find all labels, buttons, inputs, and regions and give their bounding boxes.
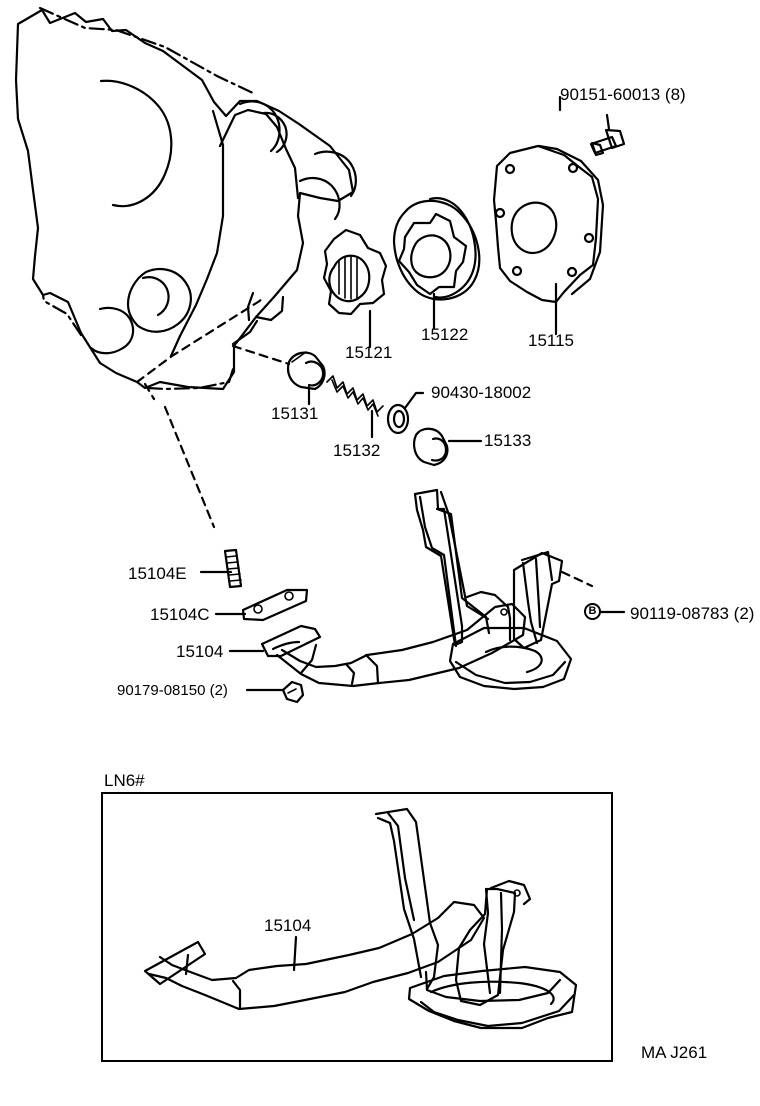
stud-icon bbox=[223, 548, 243, 589]
gasket-icon bbox=[241, 588, 309, 622]
pump-cover-icon bbox=[492, 144, 605, 304]
washer-icon bbox=[386, 403, 410, 435]
drawing-code: MA J261 bbox=[641, 1043, 708, 1062]
plug-label: 15133 bbox=[484, 431, 532, 450]
washer-label: 90430-18002 bbox=[431, 383, 532, 402]
stud-label: 15104E bbox=[128, 564, 187, 583]
driven-rotor-label: 15122 bbox=[421, 325, 469, 344]
bolt-label: 90151-60013 (8) bbox=[560, 85, 686, 104]
ln6-detail-box bbox=[101, 792, 613, 1062]
drive-rotor-icon bbox=[322, 228, 388, 316]
nut-label: 90179-08150 (2) bbox=[117, 682, 228, 699]
oil-strainer-icon bbox=[260, 488, 573, 691]
bolt-icon bbox=[589, 113, 626, 157]
relief-valve-label: 15131 bbox=[271, 404, 319, 423]
gasket-label: 15104C bbox=[150, 605, 210, 624]
detail-strainer-label: 15104 bbox=[264, 916, 312, 935]
detail-strainer-icon bbox=[143, 807, 578, 1030]
reference-b-icon: B bbox=[584, 603, 601, 620]
leader-lines bbox=[199, 95, 626, 972]
relief-spring-label: 15132 bbox=[333, 441, 381, 460]
nut-icon bbox=[281, 680, 305, 704]
drive-rotor-label: 15121 bbox=[345, 343, 393, 362]
relief-spring-icon bbox=[326, 375, 384, 417]
engine-block-icon bbox=[14, 6, 357, 529]
detail-title: LN6# bbox=[104, 771, 145, 790]
driven-rotor-icon bbox=[392, 197, 481, 301]
cover-label: 15115 bbox=[528, 331, 575, 350]
plug-icon bbox=[413, 427, 449, 467]
strainer-label: 15104 bbox=[176, 642, 224, 661]
bolt-reference-label: 90119-08783 (2) bbox=[630, 604, 755, 623]
relief-valve-icon bbox=[286, 351, 326, 391]
